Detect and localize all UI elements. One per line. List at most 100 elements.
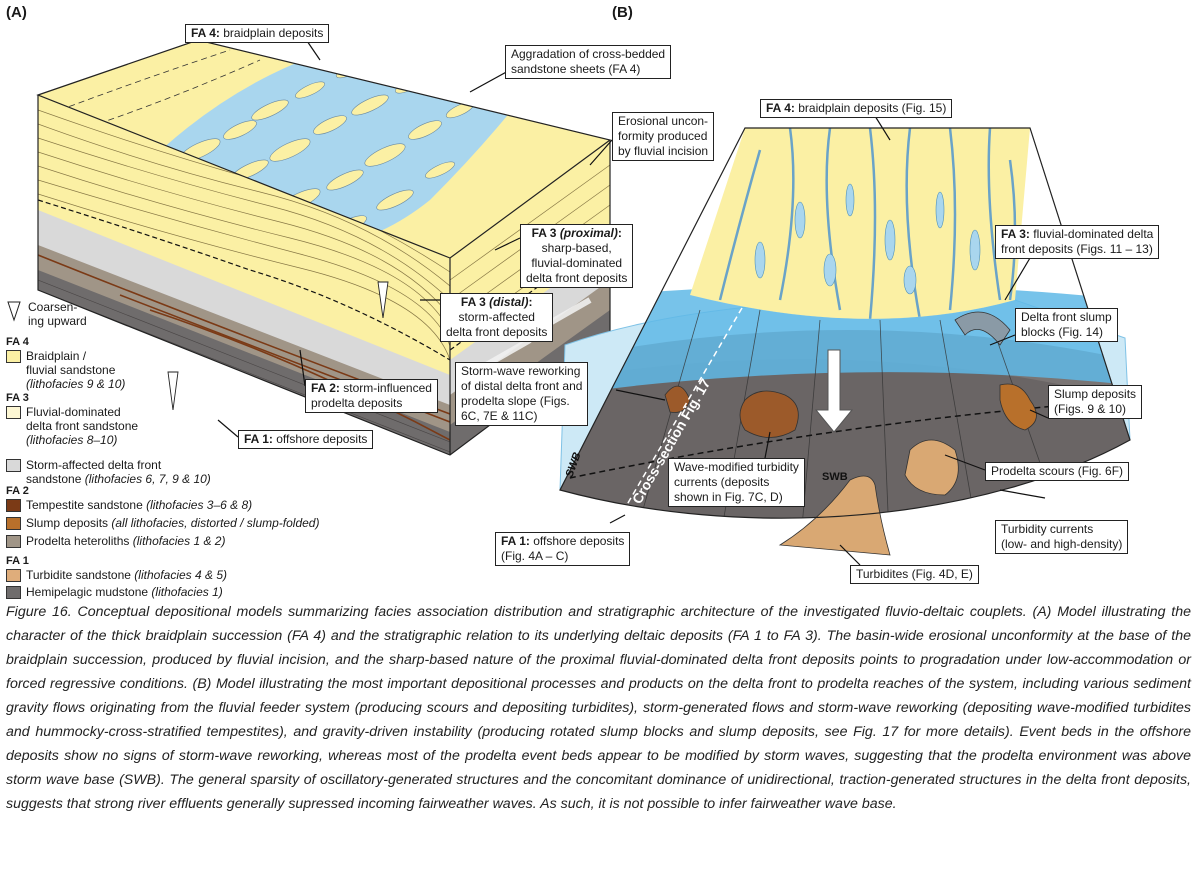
slump-features — [664, 311, 1037, 438]
callout-title: FA 3 — [531, 226, 557, 240]
callout-slump-deposits: Slump deposits (Figs. 9 & 10) — [1048, 385, 1143, 419]
callout-turbidites: Turbidites (Fig. 4D, E) — [850, 565, 979, 584]
callout-fa1-b: FA 1: offshore deposits (Fig. 4A – C) — [495, 532, 631, 566]
callout-line: Slump deposits — [1054, 387, 1137, 401]
swb-center-label: SWB — [822, 471, 848, 483]
legend-label: Hemipelagic mudstone — [26, 585, 149, 599]
figure-caption: Figure 16. Conceptual depositional model… — [6, 604, 1191, 812]
legend-swatch — [6, 586, 21, 599]
legend-head-fa1: FA 1 — [6, 555, 29, 567]
callout-slump-blocks: Delta front slump blocks (Fig. 14) — [1015, 308, 1118, 342]
legend-lithofacies: (lithofacies 1 & 2) — [132, 534, 226, 548]
callout-storm-wave: Storm-wave reworking of distal delta fro… — [455, 362, 589, 426]
legend-item: Turbidite sandstone (lithofacies 4 & 5) — [6, 568, 227, 582]
callout-prodelta-scours: Prodelta scours (Fig. 6F) — [985, 462, 1130, 481]
delta-front-water — [560, 285, 1130, 395]
legend-label: Storm-affected delta front — [26, 458, 162, 472]
callout-line: formity produced — [618, 129, 708, 143]
callout-unconformity: Erosional uncon- formity produced by flu… — [612, 112, 715, 161]
fan-diagram-b: Cross-section Fig. 17 SWB SWB — [559, 115, 1131, 566]
callout-text: Prodelta scours (Fig. 6F) — [991, 464, 1124, 478]
callout-line: delta front deposits — [446, 325, 548, 339]
callout-line: Storm-wave reworking — [461, 364, 581, 378]
turbidite-lobes — [778, 439, 959, 556]
callout-turbidity-currents: Turbidity currents (low- and high-densit… — [995, 520, 1129, 554]
legend-lithofacies: (all lithofacies, distorted / slump-fold… — [111, 516, 320, 530]
legend-label: Tempestite sandstone — [26, 498, 143, 512]
legend-item: Storm-affected delta front sandstone (li… — [6, 458, 211, 486]
legend-label: Turbidite sandstone — [26, 568, 131, 582]
legend-item: Slump deposits (all lithofacies, distort… — [6, 516, 319, 530]
callout-title: FA 4: — [191, 26, 220, 40]
legend-label: Fluvial-dominated — [26, 405, 121, 419]
legend-label: Braidplain / — [26, 349, 87, 363]
legend-head-fa2: FA 2 — [6, 485, 29, 497]
callout-line: Aggradation of cross-bedded — [511, 47, 666, 61]
figure-16-illustration: Cross-section Fig. 17 SWB SWB — [36, 37, 1131, 566]
callout-line: Erosional uncon- — [618, 114, 709, 128]
legend-lithofacies: (lithofacies 8–10) — [26, 433, 118, 447]
callout-title: FA 3 — [460, 295, 486, 309]
callout-line: prodelta slope (Figs. — [461, 394, 570, 408]
callout-line: front deposits (Figs. 11 – 13) — [1001, 242, 1153, 256]
legend-label: fluvial sandstone — [26, 363, 116, 377]
callout-line: by fluvial incision — [618, 144, 709, 158]
legend-item: Hemipelagic mudstone (lithofacies 1) — [6, 585, 223, 599]
callout-line: Turbidity currents — [1001, 522, 1094, 536]
legend-label: Prodelta heteroliths — [26, 534, 130, 548]
callout-title: FA 2: — [311, 381, 340, 395]
legend-lithofacies: (lithofacies 4 & 5) — [134, 568, 228, 582]
callout-subtitle: (proximal) — [559, 226, 618, 240]
legend-item: Braidplain / fluvial sandstone (lithofac… — [6, 349, 125, 391]
callout-line: blocks (Fig. 14) — [1021, 325, 1104, 339]
legend-label: sandstone — [26, 472, 82, 486]
callout-fa3-proximal: FA 3 (proximal): sharp-based, fluvial-do… — [520, 224, 634, 288]
callout-line: (Fig. 4A – C) — [501, 549, 569, 563]
callout-fa4-braidplain-a: FA 4: braidplain deposits — [185, 24, 330, 43]
callout-text: offshore deposits — [276, 432, 368, 446]
callout-line: fluvial-dominated delta — [1033, 227, 1154, 241]
callout-line: fluvial-dominated — [531, 256, 623, 270]
callout-title: FA 4: — [766, 101, 795, 115]
legend-swatch — [6, 517, 21, 530]
legend-swatch — [6, 535, 21, 548]
callout-line: delta front deposits — [526, 271, 628, 285]
legend-item: Fluvial-dominated delta front sandstone … — [6, 405, 138, 447]
legend-lithofacies: (lithofacies 1) — [151, 585, 223, 599]
callout-line: Wave-modified turbidity — [674, 460, 799, 474]
callout-fa1-a: FA 1: offshore deposits — [238, 430, 374, 449]
legend-lithofacies: (lithofacies 6, 7, 9 & 10) — [84, 472, 211, 486]
callout-line: sharp-based, — [541, 241, 612, 255]
cross-section-line — [617, 307, 743, 521]
callout-line: storm-affected — [458, 310, 535, 324]
callout-text: braidplain deposits — [223, 26, 324, 40]
legend-swatch — [6, 569, 21, 582]
callout-line: sandstone sheets (FA 4) — [511, 62, 641, 76]
legend-lithofacies: (lithofacies 9 & 10) — [26, 377, 126, 391]
callout-title: FA 1: — [501, 534, 530, 548]
callout-line: of distal delta front and — [461, 379, 583, 393]
legend-label: Slump deposits — [26, 516, 109, 530]
legend-coarsening-line: Coarsen- — [28, 300, 78, 314]
callout-title: FA 1: — [244, 432, 273, 446]
callout-line: shown in Fig. 7C, D) — [674, 490, 783, 504]
legend-head-fa3: FA 3 — [6, 392, 29, 404]
legend-swatch — [6, 350, 21, 363]
legend-item: Tempestite sandstone (lithofacies 3–6 & … — [6, 498, 252, 512]
legend-coarsening: Coarsen- ing upward — [6, 300, 87, 328]
callout-aggradation: Aggradation of cross-bedded sandstone sh… — [505, 45, 672, 79]
legend-swatch — [6, 499, 21, 512]
legend-swatch — [6, 459, 21, 472]
legend-item: Prodelta heteroliths (lithofacies 1 & 2) — [6, 534, 225, 548]
callout-line: 6C, 7E & 11C) — [461, 409, 538, 423]
coarsening-triangle-icon — [7, 301, 21, 322]
callout-fa3-b: FA 3: fluvial-dominated delta front depo… — [995, 225, 1160, 259]
callout-line: offshore deposits — [533, 534, 625, 548]
panel-label-b: (B) — [612, 4, 633, 21]
callout-fa4-braidplain-b: FA 4: braidplain deposits (Fig. 15) — [760, 99, 953, 118]
callout-subtitle: (distal) — [489, 295, 529, 309]
callout-text: braidplain deposits (Fig. 15) — [798, 101, 947, 115]
legend-head-fa4: FA 4 — [6, 336, 29, 348]
callout-line: (low- and high-density) — [1001, 537, 1123, 551]
callout-fa3-distal: FA 3 (distal): storm-affected delta fron… — [440, 293, 554, 342]
